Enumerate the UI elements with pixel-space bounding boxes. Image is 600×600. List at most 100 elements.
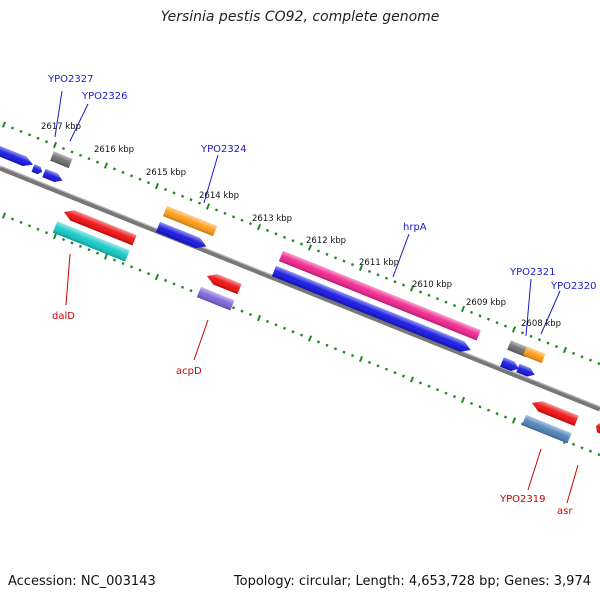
gene-label-top[interactable]: YPO2321 [509,267,555,278]
scale-tick [469,310,474,314]
lower-tick [358,355,364,363]
gene-feature[interactable] [31,164,44,175]
gene-feature-shine [516,363,535,377]
gene-feature[interactable] [523,346,546,364]
gene-feature[interactable] [500,357,520,373]
lower-tick [121,261,125,265]
scale-tick [10,126,15,130]
label-leader-line [527,448,542,491]
gene-feature-shine [523,346,546,364]
gene-feature[interactable] [50,151,73,169]
lower-tick [27,224,32,228]
lower-tick [486,408,491,412]
lower-tick [299,333,304,337]
lower-tick [291,330,295,334]
lower-tick [503,415,508,419]
gene-feature[interactable] [155,221,208,252]
scale-tick [44,140,49,144]
lower-tick [103,253,109,260]
lower-tick [452,394,457,399]
lower-tick [325,343,329,347]
lower-tick [146,272,151,276]
gene-label-top[interactable]: YPO2324 [200,144,246,155]
genome-summary: Topology: circular; Length: 4,653,728 bp… [233,574,591,589]
label-leader-line [540,290,561,335]
lower-tick [393,371,397,375]
gene-label-bottom[interactable]: asr [557,506,573,517]
scale-tick [180,194,185,198]
scale-tick [316,249,321,253]
scale-label: 2611 kbp [359,258,399,268]
gene-label-top[interactable]: YPO2327 [47,74,93,85]
scale-label: 2615 kbp [146,168,186,178]
gene-feature-shine [50,151,73,169]
gene-feature-shine [162,205,218,237]
scale-tick [350,263,355,267]
lower-tick [427,384,431,388]
scale-tick [138,177,142,181]
gene-feature-shine [271,265,471,352]
gene-feature-shine [155,221,207,249]
gene-feature[interactable] [42,168,64,185]
scale-tick [205,203,211,210]
lower-tick [342,350,346,354]
gene-feature[interactable] [52,221,130,262]
scale-tick [401,283,406,287]
gene-feature[interactable] [205,271,242,295]
lower-tick [580,446,584,450]
scale-tick [154,182,160,190]
gene-label-top[interactable]: YPO2326 [81,91,127,102]
lower-tick [36,227,40,231]
lower-tick [384,367,389,371]
gene-feature[interactable] [62,207,137,246]
gene-feature[interactable] [516,363,536,379]
gene-feature-shine [500,357,519,372]
scale-tick [36,136,40,140]
scale-tick [358,264,364,272]
scale-tick [409,285,415,292]
gene-label-bottom[interactable]: dalD [52,311,75,322]
gene-label-bottom[interactable]: YPO2319 [499,494,545,505]
scale-tick [435,297,440,301]
scale-tick [61,146,66,151]
lower-tick [597,453,600,457]
scale-tick [1,121,7,128]
scale-tick [503,324,508,328]
gene-feature[interactable] [196,286,235,311]
genome-backbone [0,165,600,412]
gene-feature[interactable] [0,144,35,169]
gene-feature[interactable] [521,414,572,444]
lower-tick [180,285,185,289]
gene-feature[interactable] [278,250,481,341]
gene-feature[interactable] [162,205,218,237]
lower-tick [274,323,278,327]
gene-label-top[interactable]: hrpA [403,222,427,233]
scale-tick [282,235,287,239]
scale-tick [588,358,593,362]
scale-label: 2608 kbp [521,319,561,329]
gene-feature[interactable] [594,421,600,435]
gene-feature-shine [532,401,579,426]
scale-tick [87,157,91,161]
gene-feature-shine [31,164,43,175]
lower-tick [401,374,406,378]
gene-feature[interactable] [507,340,530,358]
lower-tick [240,309,244,313]
lower-tick [333,347,338,351]
gene-feature[interactable] [530,398,579,426]
scale-tick [265,228,270,233]
label-leader-line [65,253,71,306]
gene-label-top[interactable]: YPO2320 [550,281,596,292]
gene-label-bottom[interactable]: acpD [176,366,202,377]
scale-tick [367,269,372,273]
gene-feature-shine [64,210,137,246]
scale-tick [299,242,304,246]
scale-tick [146,181,151,185]
gene-feature[interactable] [271,265,473,355]
gene-feature-shine [507,340,530,358]
lower-tick [495,412,499,416]
scale-tick [376,273,380,277]
scale-tick [121,170,125,174]
